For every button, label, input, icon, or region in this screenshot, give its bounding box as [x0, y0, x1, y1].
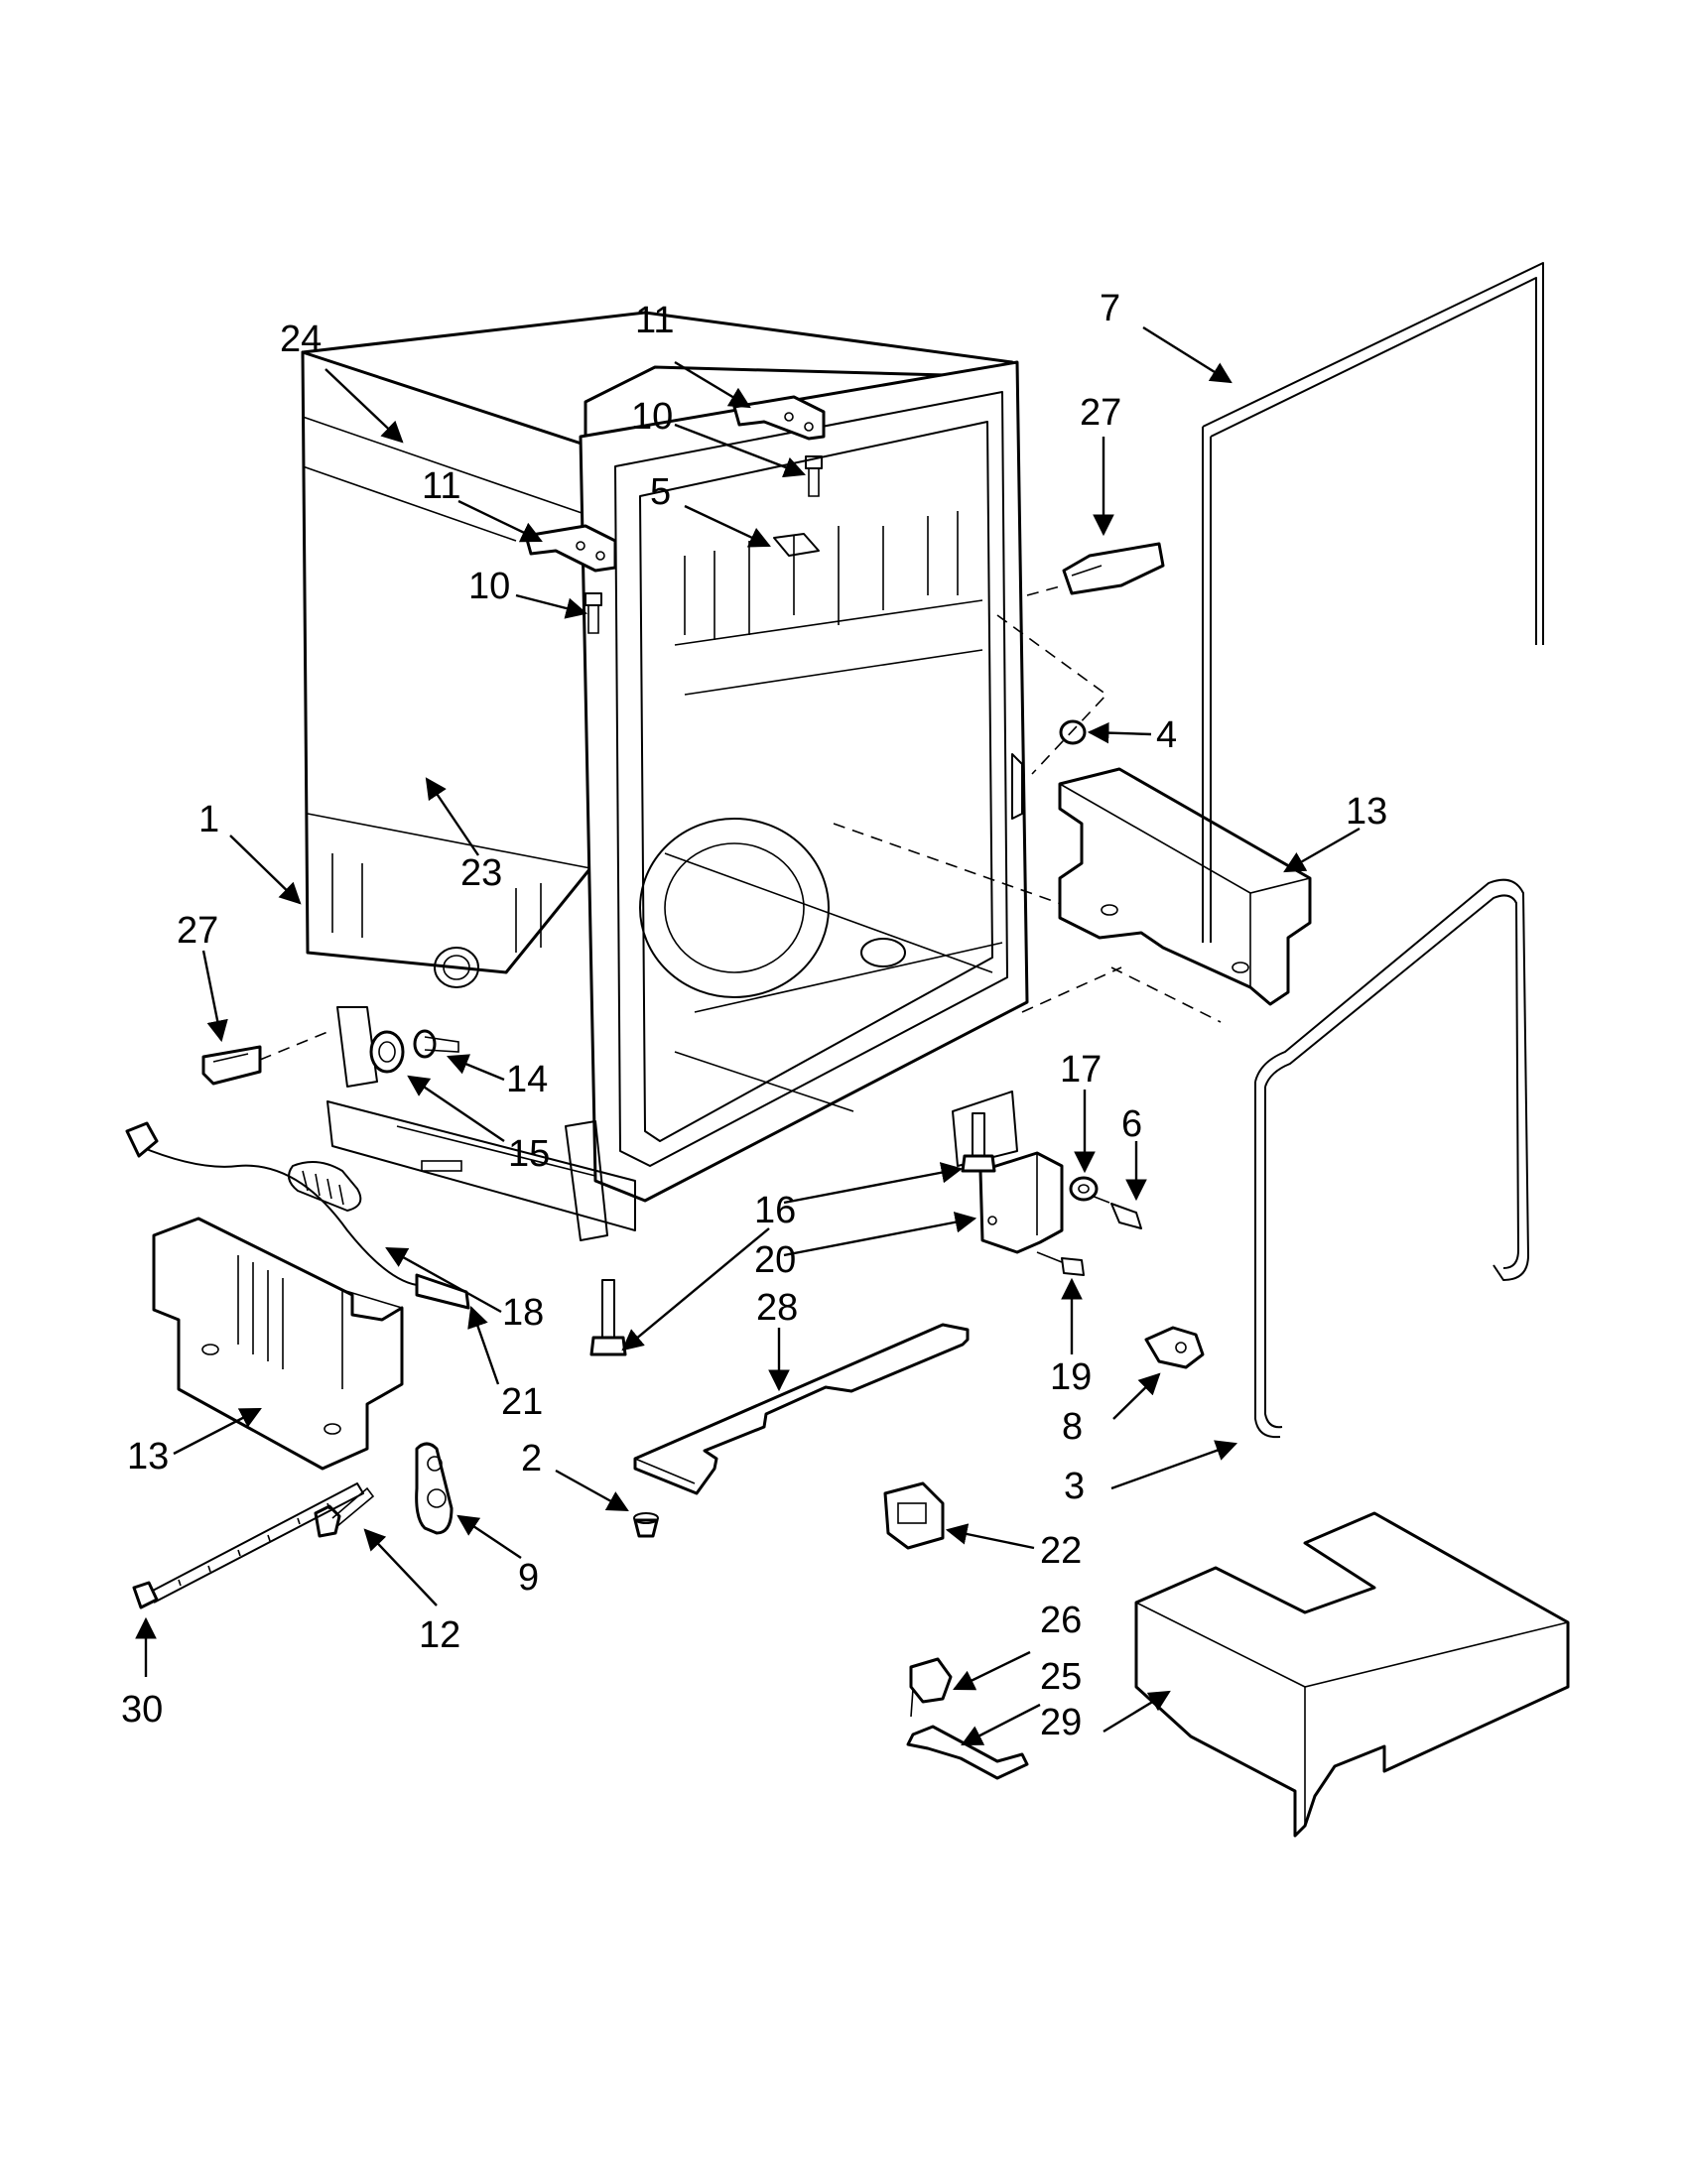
hinge-bracket-lower — [524, 524, 617, 573]
base-cover — [1134, 1511, 1570, 1838]
callout-23: 23 — [460, 852, 502, 894]
callout-21: 21 — [501, 1381, 543, 1423]
leveling-leg-bracket — [978, 1151, 1064, 1254]
callout-14: 14 — [506, 1059, 548, 1100]
callout-29: 29 — [1040, 1702, 1082, 1743]
callout-18: 18 — [502, 1292, 544, 1334]
clip-8 — [1144, 1326, 1205, 1369]
cable-tie-30 — [132, 1482, 364, 1609]
callout-22: 22 — [1040, 1530, 1082, 1572]
callout-13-upper: 13 — [1346, 791, 1387, 833]
insulation-block-lower — [152, 1217, 404, 1471]
switch-22 — [883, 1481, 945, 1550]
latch-cap-upper — [1062, 542, 1165, 595]
callout-28: 28 — [756, 1287, 798, 1329]
door-gasket-strip — [1202, 262, 1544, 943]
callout-26: 26 — [1040, 1600, 1082, 1641]
callout-11-lower: 11 — [422, 465, 460, 507]
callout-3: 3 — [1064, 1466, 1085, 1507]
callout-27-upper: 27 — [1080, 392, 1121, 434]
screw-6 — [1091, 1195, 1142, 1229]
screw-12 — [314, 1486, 375, 1538]
foot-2 — [633, 1512, 659, 1538]
screw-14 — [413, 1029, 459, 1059]
callout-15: 15 — [508, 1133, 550, 1175]
grommet-15 — [369, 1030, 405, 1074]
callout-4: 4 — [1156, 714, 1177, 756]
cap-26 — [909, 1657, 953, 1718]
callout-5: 5 — [650, 471, 671, 513]
callout-12: 12 — [419, 1614, 460, 1656]
callout-20: 20 — [754, 1239, 796, 1281]
leveling-leg-lower — [589, 1279, 627, 1356]
leader-lines — [135, 325, 1361, 1746]
tub-gasket-loop — [1254, 878, 1529, 1439]
callout-9: 9 — [518, 1557, 539, 1599]
callout-13-lower: 13 — [127, 1436, 169, 1477]
callout-11-upper: 11 — [635, 300, 674, 341]
insulation-block-upper — [1058, 767, 1312, 1006]
callout-6: 6 — [1121, 1103, 1142, 1145]
callout-30: 30 — [121, 1689, 163, 1731]
callout-labels: 24 11 10 7 27 11 5 10 4 13 1 23 27 17 6 … — [121, 288, 1387, 1743]
callout-7: 7 — [1100, 288, 1120, 329]
strike-tab — [773, 533, 820, 557]
callout-19: 19 — [1050, 1356, 1092, 1398]
callout-10-lower: 10 — [468, 566, 510, 607]
plug-4 — [1059, 719, 1087, 745]
latch-cap-lower — [201, 1045, 262, 1086]
leveling-leg-upper — [961, 1112, 996, 1173]
callout-16: 16 — [754, 1190, 796, 1231]
callout-24: 24 — [280, 319, 322, 360]
callout-25: 25 — [1040, 1656, 1082, 1698]
hinge-bracket-upper — [732, 395, 826, 441]
callout-8: 8 — [1062, 1406, 1083, 1448]
hose-18 — [288, 1161, 362, 1212]
callout-10-upper: 10 — [631, 396, 673, 438]
screw-19 — [1036, 1251, 1085, 1276]
callout-27-lower: 27 — [177, 910, 218, 952]
callout-2: 2 — [521, 1438, 542, 1479]
callout-17: 17 — [1060, 1049, 1102, 1091]
callout-1: 1 — [198, 799, 219, 840]
bracket-25 — [906, 1725, 1029, 1780]
tub-assembly — [301, 311, 1029, 1241]
clamp-9 — [415, 1442, 454, 1535]
washer-17 — [1069, 1176, 1099, 1202]
toe-plate — [633, 1323, 970, 1495]
